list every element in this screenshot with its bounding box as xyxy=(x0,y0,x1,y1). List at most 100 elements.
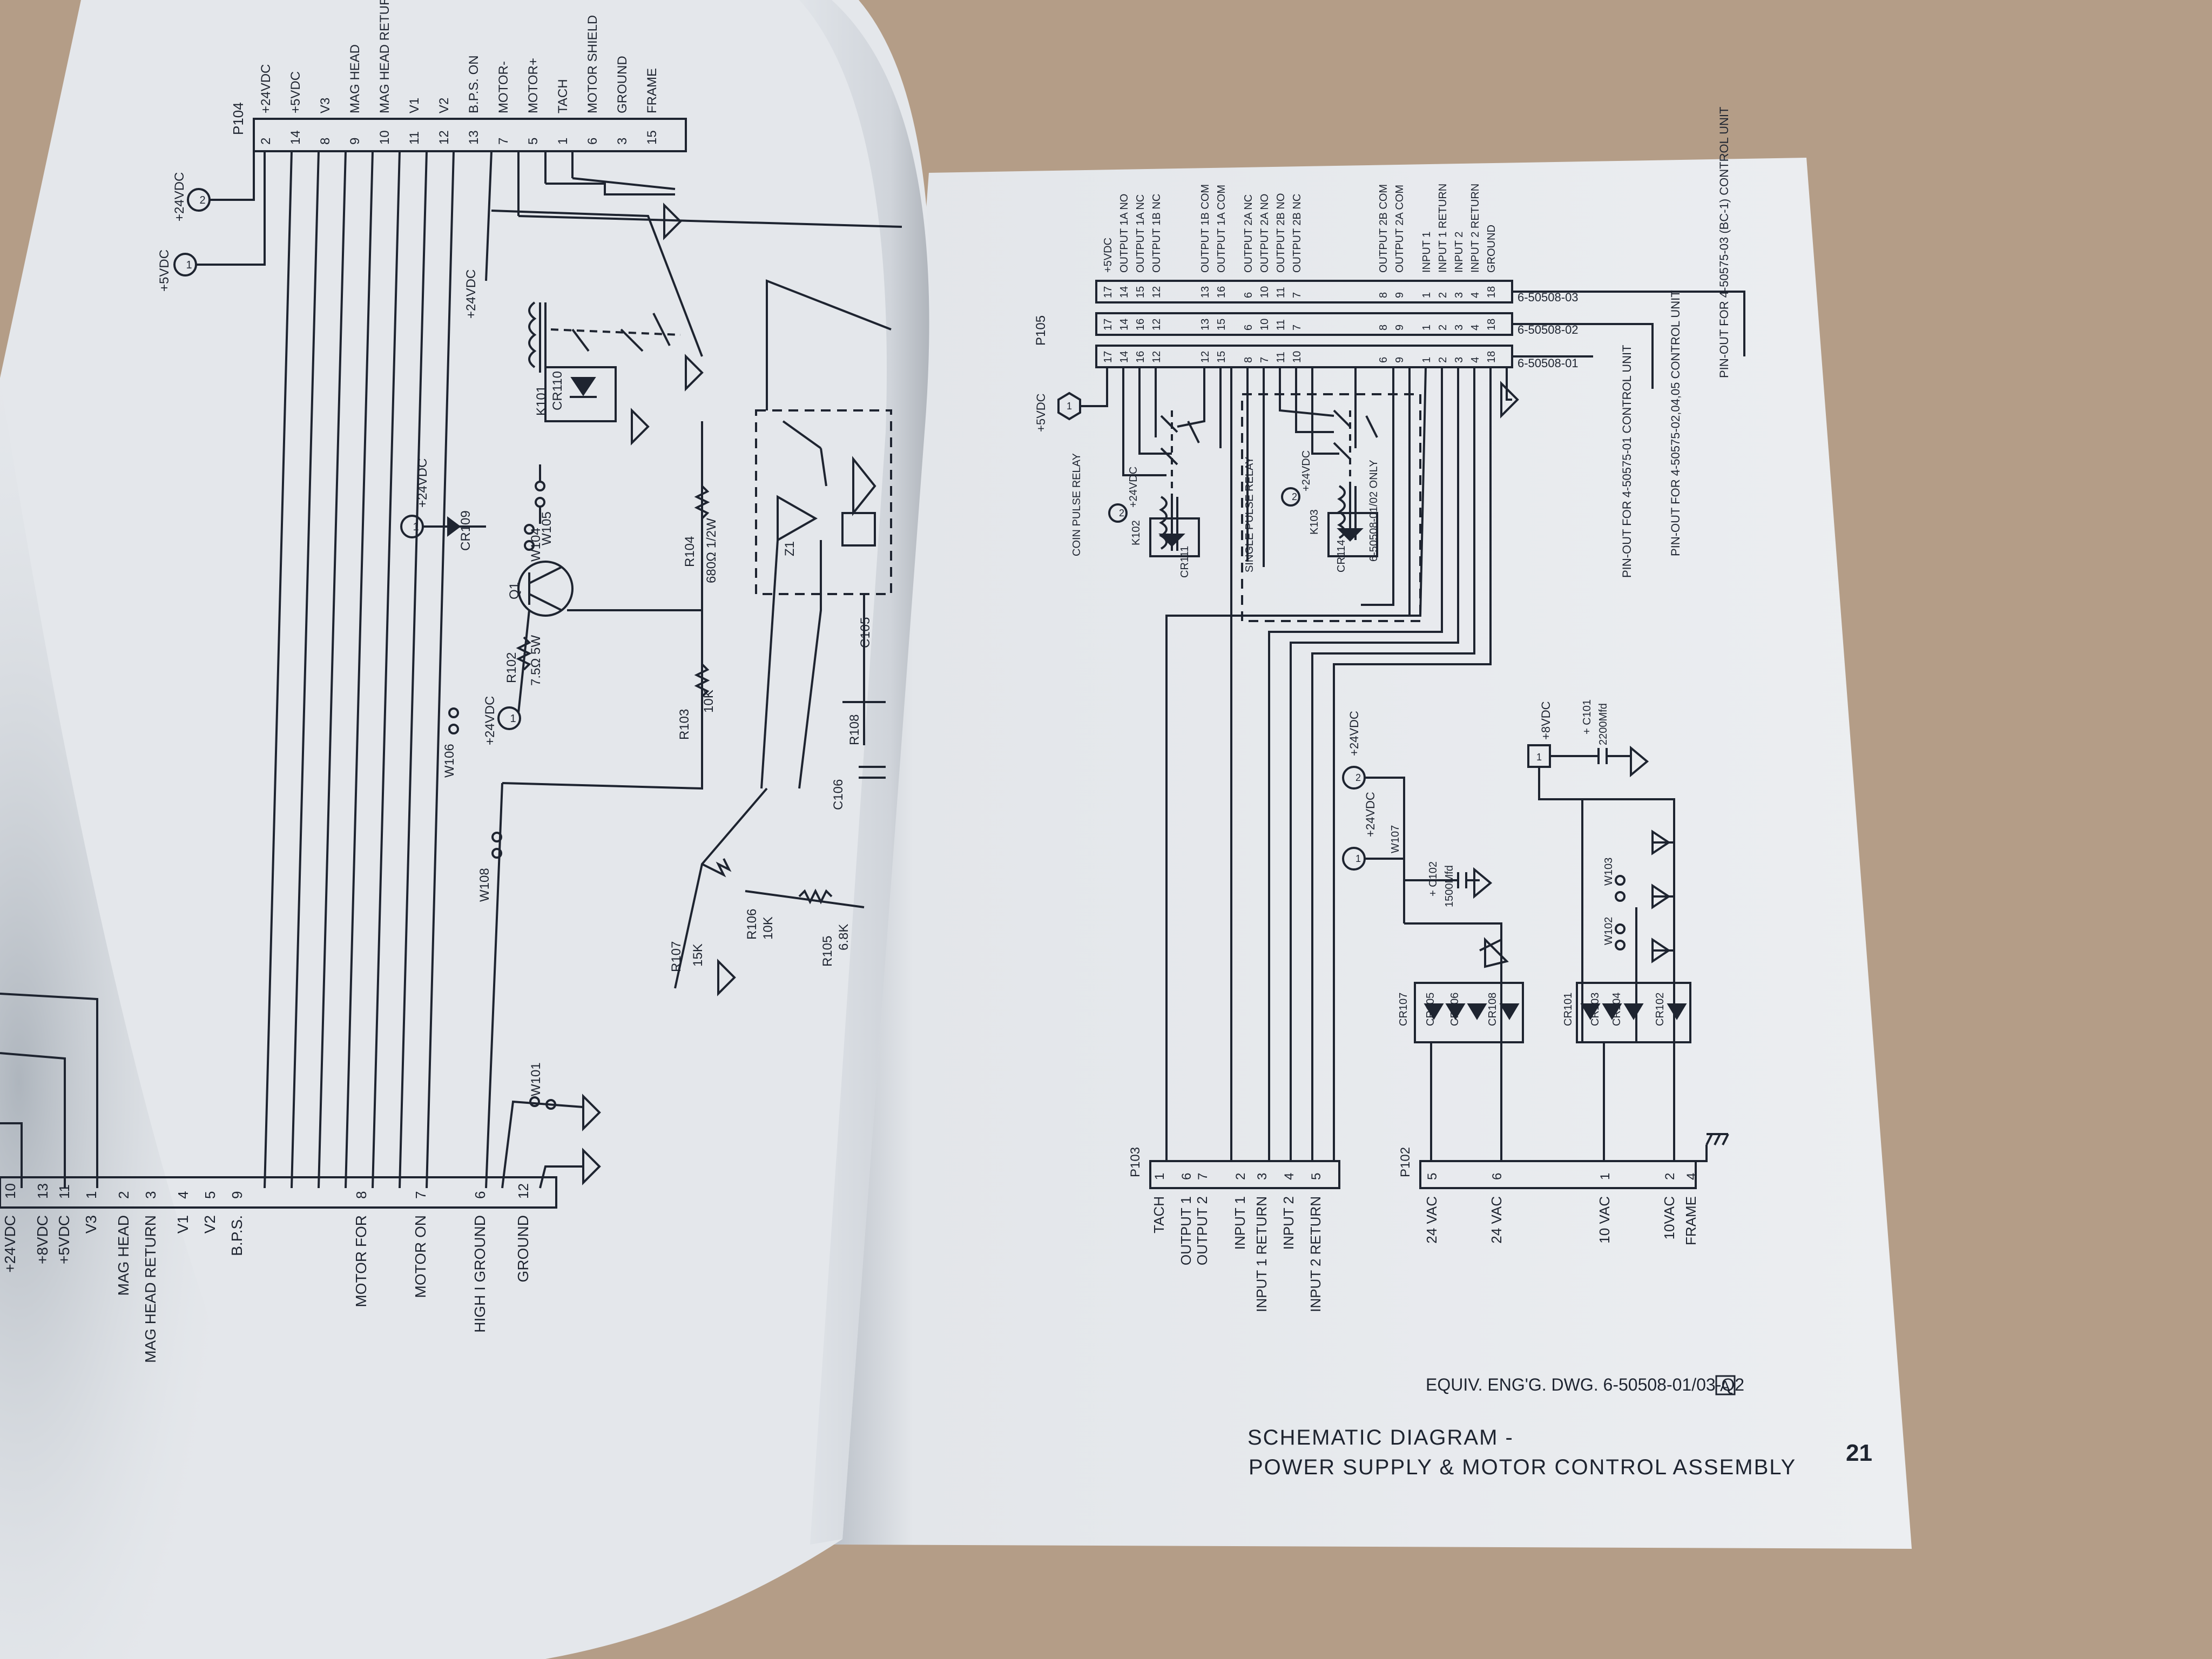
p103-pin-label: INPUT 1 RETURN xyxy=(1253,1196,1270,1312)
bottom-pin-number: 11 xyxy=(56,1184,72,1199)
bottom-pin-number: 13 xyxy=(35,1183,51,1199)
p105-pin-a: 16 xyxy=(1135,351,1147,363)
supply-label: +24VDC xyxy=(1364,792,1377,837)
p105-pin-a: 12 xyxy=(1199,351,1211,363)
bus-wires xyxy=(264,151,574,1189)
diode-label: CR107 xyxy=(1398,993,1410,1026)
component-label: R108 xyxy=(847,714,862,745)
p103-pin-number: 3 xyxy=(1255,1173,1270,1180)
p103-connector-block xyxy=(1149,1160,1340,1189)
pinout-note: PIN-OUT FOR 4-50575-01 CONTROL UNIT xyxy=(1620,345,1634,578)
component-label: 2200Mfd xyxy=(1597,703,1609,745)
pinout-note: PIN-OUT FOR 4-50575-02,04,05 CONTROL UNI… xyxy=(1669,290,1682,556)
supply-label: +24VDC xyxy=(1128,467,1139,508)
component-label: W103 xyxy=(1603,858,1615,886)
bottom-pin-number: 4 xyxy=(175,1191,191,1199)
supply-number: 2 xyxy=(199,194,205,206)
p103-pin-label: INPUT 2 xyxy=(1280,1196,1297,1250)
r106-pot xyxy=(702,858,732,878)
p104-pin-label: MOTOR- xyxy=(496,61,511,113)
p105-pin-label: OUTPUT 1A NO xyxy=(1118,194,1130,273)
p105-pin-c: 18 xyxy=(1486,286,1498,298)
p104-pin-label: +24VDC xyxy=(259,64,273,113)
bottom-pin-number: 10 xyxy=(2,1183,18,1199)
supply-label: +24VDC xyxy=(464,269,478,319)
component-label: K103 xyxy=(1309,509,1320,535)
p105-pin-b: 7 xyxy=(1291,325,1303,331)
component-label: W105 xyxy=(539,511,554,545)
p104-pin-label: MAG HEAD xyxy=(348,44,362,113)
p105-pin-c: 2 xyxy=(1437,292,1449,298)
p105-pin-b: 8 xyxy=(1378,325,1390,331)
component-label: 1500Mfd xyxy=(1444,865,1455,907)
p105-pin-c: 17 xyxy=(1102,286,1114,298)
supply-number: 2 xyxy=(1355,772,1361,783)
p104-pin-number: 13 xyxy=(467,130,481,145)
diagram-title-line-1: SCHEMATIC DIAGRAM - xyxy=(1247,1426,1514,1449)
supply-number: 2 xyxy=(1119,508,1124,518)
p103-pin-number: 4 xyxy=(1282,1173,1297,1180)
p104-pin-label: TACH xyxy=(556,79,570,113)
p102-pin-label: 10VAC xyxy=(1661,1196,1677,1239)
bottom-pin-label: MAG HEAD RETURN xyxy=(142,1215,159,1363)
p105-pin-c: 10 xyxy=(1259,286,1271,298)
p103-pin-label: INPUT 2 RETURN xyxy=(1307,1196,1324,1312)
p104-pin-number: 6 xyxy=(585,138,600,145)
diode-label: CR101 xyxy=(1562,993,1574,1026)
p104-pin-number: 7 xyxy=(496,138,511,145)
p105-pin-label: INPUT 2 xyxy=(1453,232,1465,273)
p105-pin-a: 8 xyxy=(1243,357,1255,363)
bottom-pin-number: 8 xyxy=(353,1191,369,1199)
supply-label: +5VDC xyxy=(1034,393,1048,432)
component-label: + C101 xyxy=(1581,699,1593,734)
p105-pin-c: 13 xyxy=(1199,286,1211,298)
p105-pin-label: INPUT 2 RETURN xyxy=(1469,184,1481,273)
p105-pin-label: OUTPUT 2B NO xyxy=(1275,193,1287,273)
p105-pin-c: 8 xyxy=(1378,292,1390,298)
bottom-pin-number: 9 xyxy=(229,1191,245,1199)
p102-pin-number: 5 xyxy=(1425,1173,1440,1180)
p105-pin-a: 2 xyxy=(1437,357,1449,363)
diode-label: CR105 xyxy=(1425,993,1437,1026)
r104-resistor xyxy=(694,485,710,520)
r105-resistor xyxy=(798,888,833,905)
p105-pin-b: 11 xyxy=(1275,319,1287,331)
p104-pin-label: V3 xyxy=(318,98,333,113)
component-label: R103 xyxy=(677,709,692,740)
component-label: Z1 xyxy=(783,541,797,556)
component-label: CR114 xyxy=(1336,539,1347,572)
p103-pin-label: INPUT 1 xyxy=(1232,1196,1248,1250)
diode-label: CR103 xyxy=(1589,993,1601,1026)
supply-label: +24VDC xyxy=(172,172,187,221)
relay-note: 6-50508-01/02 ONLY xyxy=(1368,460,1380,562)
supply-number: 1 xyxy=(413,521,419,533)
component-label: CR110 xyxy=(550,371,565,410)
z1-dashed-box xyxy=(755,409,892,595)
diagram-title-line-2: POWER SUPPLY & MOTOR CONTROL ASSEMBLY xyxy=(1249,1455,1796,1479)
p104-pin-number: 3 xyxy=(615,138,630,145)
component-label: R106 xyxy=(745,909,759,940)
p105-connector-label: P105 xyxy=(1034,315,1048,346)
revision-letter: A xyxy=(1720,1378,1730,1394)
bottom-pin-label: MAG HEAD xyxy=(115,1215,132,1296)
p105-pin-a: 4 xyxy=(1469,357,1481,363)
p102-pin-label: 10 VAC xyxy=(1596,1196,1613,1244)
supply-number: 1 xyxy=(510,713,516,725)
bottom-pin-label: V1 xyxy=(174,1215,191,1233)
p105-pin-label: OUTPUT 1A NC xyxy=(1135,194,1147,273)
supply-label: +24VDC xyxy=(483,696,497,745)
p105-pin-c: 12 xyxy=(1151,286,1163,298)
r102-resistor xyxy=(516,636,532,671)
p104-pin-label: V1 xyxy=(407,98,422,113)
p105-pin-b: 9 xyxy=(1394,325,1406,331)
equiv-drawing-number: EQUIV. ENG'G. DWG. 6-50508-01/03-Q2 xyxy=(1426,1375,1744,1394)
p103-pin-number: 2 xyxy=(1233,1173,1248,1180)
p102-pin-label: FRAME xyxy=(1683,1196,1699,1245)
left-schematic xyxy=(0,118,902,1209)
bottom-pin-label: +24VDC xyxy=(2,1215,18,1273)
p104-pin-number: 2 xyxy=(259,138,273,145)
pinout-note: PIN-OUT FOR 4-50575-03 (BC-1) CONTROL UN… xyxy=(1717,107,1731,378)
p104-pin-number: 9 xyxy=(348,138,362,145)
